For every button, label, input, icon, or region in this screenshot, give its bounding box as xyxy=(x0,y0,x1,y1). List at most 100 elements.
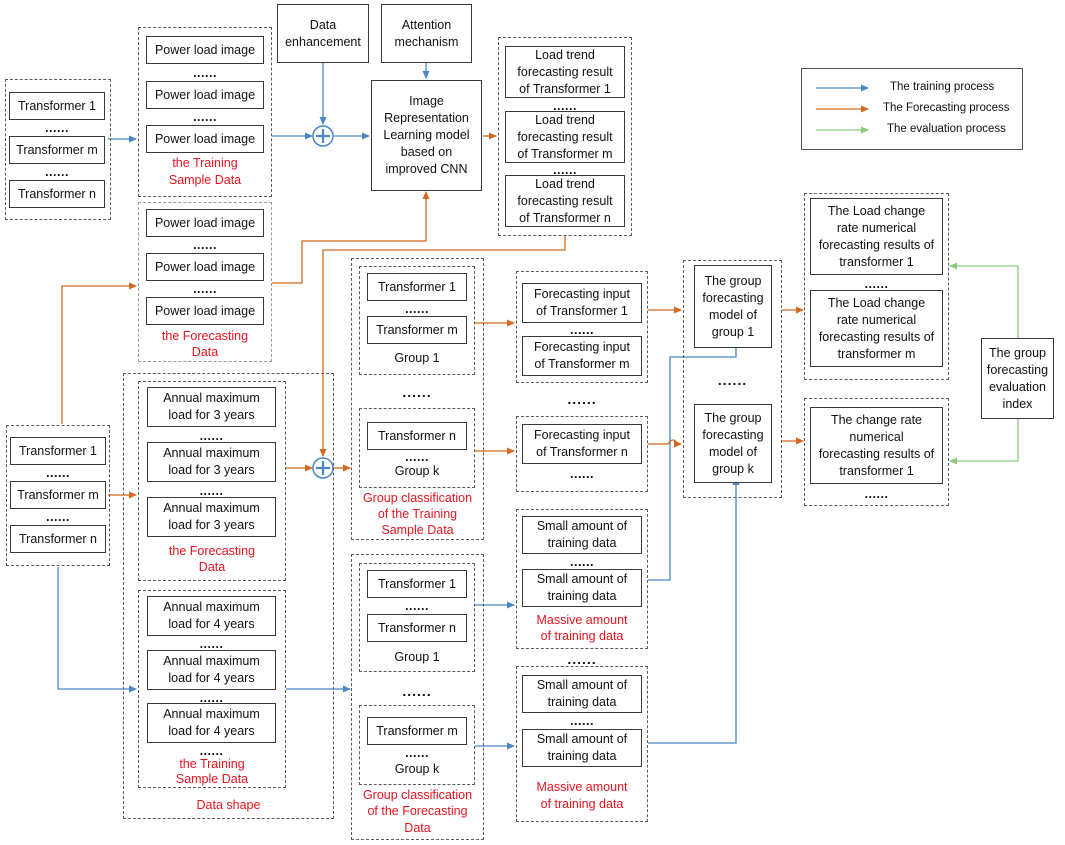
group-training-dots-3: ...... xyxy=(405,450,429,464)
forecast-images-dots-2: ...... xyxy=(193,282,217,296)
group-training-group-1 xyxy=(359,266,475,375)
training-images-caption-2: Sample Data xyxy=(168,173,242,187)
training-data-k-item-2-line-2: training data xyxy=(547,749,617,763)
data-enhancement-line-2: enhancement xyxy=(285,34,361,49)
evaluation-line-4: index xyxy=(1002,396,1033,411)
annual4-item-2-line-2: load for 4 years xyxy=(168,671,255,685)
annual4-item-1-line-1: Annual maximum xyxy=(163,600,260,614)
forecast-inputs-dots-1: ...... xyxy=(570,323,594,337)
annual4-group xyxy=(138,590,286,788)
arrow-training-data-1-to-model-1 xyxy=(648,332,740,581)
result-1-line-4: transformer 1 xyxy=(839,254,914,269)
annual3-group xyxy=(138,381,286,581)
training-image-3: Power load image xyxy=(146,125,264,153)
training-data-1-caption-1: Massive amount xyxy=(536,613,628,627)
group-models-outer xyxy=(683,260,782,498)
arrow-forecast-input-n-to-model-k xyxy=(648,439,682,448)
group-training-dots-1: ...... xyxy=(405,302,429,316)
group-training-group-k-label: Group k xyxy=(394,464,440,478)
legend-evaluation-label: The evaluation process xyxy=(887,123,1006,135)
group-model-1-line-3: model of xyxy=(709,307,757,322)
arrow-evaluation-to-results-top xyxy=(949,262,1019,338)
group-training-outer xyxy=(351,258,484,540)
trend-result-1-line-1: Load trend xyxy=(535,47,595,62)
adder-forecasting-icon xyxy=(312,457,334,479)
training-data-1-item-1-line-2: training data xyxy=(547,536,617,550)
annual4-caption-2: Sample Data xyxy=(175,772,249,786)
group-training-transformer-m: Transformer m xyxy=(367,316,467,344)
result-m-line-4: transformer m xyxy=(837,346,916,361)
forecast-input-1-line-1: Forecasting input xyxy=(534,287,630,301)
cnn-model-box: Image Representation Learning model base… xyxy=(371,80,482,191)
result-1-line-2: rate numerical xyxy=(836,220,917,235)
result-2-line-3: forecasting results of xyxy=(818,446,935,461)
left-input-group xyxy=(6,425,110,566)
training-data-1-item-1: Small amount of training data xyxy=(522,516,642,554)
forecast-images-group xyxy=(138,202,272,362)
forecast-inputs-group-k xyxy=(516,416,648,492)
training-data-k-caption-2: of training data xyxy=(540,797,624,811)
annual3-item-3-line-1: Annual maximum xyxy=(163,501,260,515)
result-load-change-m: The Load change rate numerical forecasti… xyxy=(810,290,943,367)
group-training-transformer-1: Transformer 1 xyxy=(367,273,467,301)
cnn-line-3: Learning model xyxy=(383,128,470,142)
annual3-dots-1: ...... xyxy=(199,429,224,443)
trend-result-n-line-2: forecasting result xyxy=(517,193,613,208)
legend-forecasting-label: The Forecasting process xyxy=(883,102,1010,114)
group-forecasting-caption-3: Data xyxy=(404,821,431,835)
training-data-k-item-1-line-2: training data xyxy=(547,695,617,709)
annual4-dots-2: ...... xyxy=(199,691,224,705)
training-data-k-caption-1: Massive amount xyxy=(536,780,628,794)
trend-result-1-line-2: forecasting result xyxy=(517,64,613,79)
arrow-training-data-k-to-model-k xyxy=(648,477,740,744)
annual4-caption-1: the Training xyxy=(179,757,245,771)
forecast-input-1: Forecasting input of Transformer 1 xyxy=(522,283,642,323)
training-images-dots-1: ...... xyxy=(193,66,217,80)
group-training-group-k xyxy=(359,408,475,488)
annual4-item-3-line-2: load for 4 years xyxy=(168,724,255,738)
trend-result-1-line-3: of Transformer 1 xyxy=(519,81,611,96)
result-2-line-1: The change rate xyxy=(830,412,923,427)
arrow-left-input-to-annual4 xyxy=(57,567,137,693)
group-forecasting-group-1 xyxy=(359,563,475,672)
annual4-item-3: Annual maximum load for 4 years xyxy=(147,703,276,743)
forecast-image-2: Power load image xyxy=(146,253,264,281)
annual3-item-1-line-1: Annual maximum xyxy=(163,391,260,405)
annual4-dots-1: ...... xyxy=(199,637,224,651)
cnn-line-1: Image xyxy=(409,94,444,108)
group-forecasting-dots-3: ...... xyxy=(405,746,429,760)
data-enhancement-line-1: Data xyxy=(309,17,337,32)
data-shape-label: Data shape xyxy=(196,798,261,812)
result-load-change-1: The Load change rate numerical forecasti… xyxy=(810,198,943,275)
training-images-group xyxy=(138,27,272,197)
data-enhancement-box: Data enhancement xyxy=(277,4,369,63)
top-transformer-n: Transformer n xyxy=(9,180,105,208)
training-data-k-item-1-line-1: Small amount of xyxy=(536,678,628,692)
annual3-item-2-line-2: load for 3 years xyxy=(168,463,255,477)
arrow-evaluation-to-results-bottom xyxy=(949,419,1019,465)
annual3-caption-2: Data xyxy=(198,560,226,574)
group-forecasting-dots-2: ...... xyxy=(402,683,432,699)
result-change-rate-1: The change rate numerical forecasting re… xyxy=(810,407,943,484)
trend-result-m: Load trend forecasting result of Transfo… xyxy=(505,111,625,163)
group-training-group-1-label: Group 1 xyxy=(394,351,440,365)
results-top-dots: ...... xyxy=(864,277,889,291)
annual3-item-3: Annual maximum load for 3 years xyxy=(147,497,276,537)
group-model-1-line-1: The group xyxy=(704,273,762,288)
forecast-images-dots-1: ...... xyxy=(193,238,217,252)
forecast-input-n: Forecasting input of Transformer n xyxy=(522,424,642,464)
annual3-item-1-line-2: load for 3 years xyxy=(168,408,255,422)
training-data-group-1 xyxy=(516,509,648,649)
forecast-input-n-line-2: of Transformer n xyxy=(536,445,628,459)
data-shape-group xyxy=(123,373,334,819)
annual4-item-1: Annual maximum load for 4 years xyxy=(147,596,276,636)
top-transformer-1: Transformer 1 xyxy=(9,92,105,120)
top-input-dots-1: ...... xyxy=(45,121,69,135)
group-model-1-line-2: forecasting xyxy=(702,290,764,305)
annual3-item-3-line-2: load for 3 years xyxy=(168,518,255,532)
evaluation-line-3: evaluation xyxy=(989,379,1046,394)
forecast-images-caption-1: the Forecasting xyxy=(161,329,249,343)
annual3-caption-1: the Forecasting xyxy=(168,544,256,558)
evaluation-line-2: forecasting xyxy=(986,362,1049,377)
